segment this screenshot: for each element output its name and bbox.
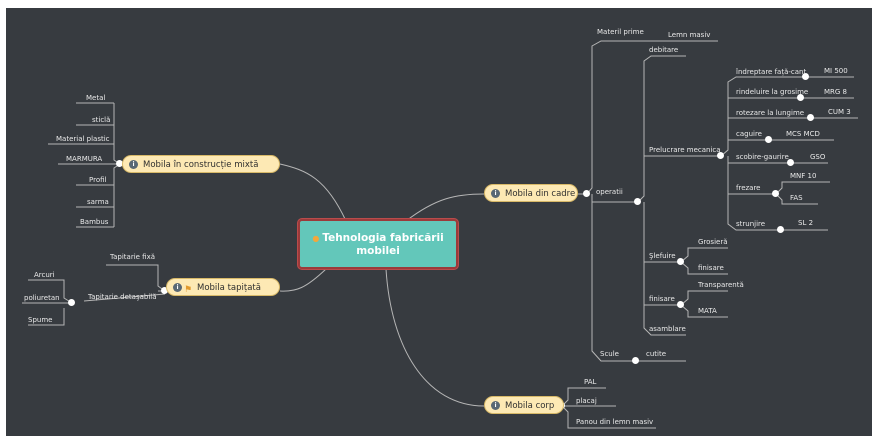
mindmap-canvas: ●Tehnologia fabricării mobilei i Mobila … xyxy=(6,8,872,436)
leaf-tapitarie-detasabila[interactable]: Tapitarie detaşabilă xyxy=(88,293,157,301)
leaf-machine-gso[interactable]: GSO xyxy=(810,153,826,161)
leaf-scobire-gaurire[interactable]: scobire-gaurire xyxy=(736,153,789,161)
junction-dot[interactable] xyxy=(717,152,724,159)
leaf-operatii[interactable]: operatii xyxy=(596,188,623,196)
central-topic[interactable]: ●Tehnologia fabricării mobilei xyxy=(298,219,458,269)
leaf-machine-fas[interactable]: FAS xyxy=(790,194,803,202)
leaf-asamblare[interactable]: asamblare xyxy=(649,325,686,333)
leaf-frezare[interactable]: frezare xyxy=(736,184,761,192)
leaf-machine-mnf10[interactable]: MNF 10 xyxy=(790,172,817,180)
junction-dot[interactable] xyxy=(677,301,684,308)
junction-dot[interactable] xyxy=(161,287,168,294)
leaf-scule[interactable]: Scule xyxy=(600,350,619,358)
leaf-panou-lemn-masiv[interactable]: Panou din lemn masiv xyxy=(576,418,654,426)
leaf-sarma[interactable]: sarma xyxy=(87,198,109,206)
leaf-slefuire[interactable]: Şlefuire xyxy=(649,252,676,260)
leaf-grosiera[interactable]: Grosieră xyxy=(698,238,728,246)
leaf-materil-prime[interactable]: Materil prime xyxy=(597,28,644,36)
junction-dot[interactable] xyxy=(787,159,794,166)
leaf-marmura[interactable]: MARMURA xyxy=(66,155,103,163)
leaf-machine-mcs-mcd[interactable]: MCS MCD xyxy=(786,130,820,138)
central-title-line2: mobilei xyxy=(356,245,400,257)
leaf-sticla[interactable]: sticlă xyxy=(92,116,111,124)
info-icon: i xyxy=(491,189,500,198)
leaf-rotezare[interactable]: rotezare la lungime xyxy=(736,109,805,117)
leaf-indreptare[interactable]: îndreptare față-cant xyxy=(736,68,807,76)
branch-mobila-tapitata[interactable]: i ⚑ Mobila tapițată xyxy=(166,278,280,296)
branch-label: Mobila corp xyxy=(505,401,555,411)
leaf-tapitarie-fixa[interactable]: Tapitarie fixă xyxy=(110,253,156,261)
flag-icon: ⚑ xyxy=(184,285,193,295)
branch-mobila-din-cadre[interactable]: i Mobila din cadre xyxy=(484,184,578,202)
leaf-cutite[interactable]: cutite xyxy=(646,350,667,358)
branch-label: Mobila tapițată xyxy=(197,283,261,293)
star-icon: ● xyxy=(312,234,320,243)
leaf-profil[interactable]: Profil xyxy=(89,176,107,184)
branch-mobila-mixta[interactable]: i Mobila în construcție mixtă xyxy=(122,155,280,173)
leaf-transparenta[interactable]: Transparentă xyxy=(698,281,744,289)
info-icon: i xyxy=(491,401,500,410)
junction-dot[interactable] xyxy=(632,357,639,364)
junction-dot[interactable] xyxy=(797,94,804,101)
junction-dot[interactable] xyxy=(68,299,75,306)
leaf-spume[interactable]: Spume xyxy=(28,316,53,324)
leaf-material-plastic[interactable]: Material plastic xyxy=(56,135,110,143)
junction-dot[interactable] xyxy=(583,190,590,197)
leaf-poliuretan[interactable]: poliuretan xyxy=(24,294,60,302)
junction-dot[interactable] xyxy=(802,73,809,80)
leaf-machine-sl2[interactable]: SL 2 xyxy=(798,219,814,227)
leaf-machine-cum3[interactable]: CUM 3 xyxy=(828,108,851,116)
leaf-bambus[interactable]: Bambus xyxy=(80,218,109,226)
info-icon: i xyxy=(129,160,138,169)
junction-dot[interactable] xyxy=(116,160,123,167)
junction-dot[interactable] xyxy=(634,198,641,205)
branch-mobila-corp[interactable]: i Mobila corp xyxy=(484,396,564,414)
junction-dot[interactable] xyxy=(677,258,684,265)
junction-dot[interactable] xyxy=(772,190,779,197)
leaf-caguire[interactable]: caguire xyxy=(736,130,762,138)
leaf-machine-mi500[interactable]: MI 500 xyxy=(824,67,848,75)
leaf-debitare[interactable]: debitare xyxy=(649,46,679,54)
leaf-finisare[interactable]: finisare xyxy=(649,295,675,303)
junction-dot[interactable] xyxy=(777,226,784,233)
leaf-arcuri[interactable]: Arcuri xyxy=(34,271,55,279)
leaf-finisare-slefuire[interactable]: finisare xyxy=(698,264,724,272)
branch-label: Mobila din cadre xyxy=(505,189,576,199)
info-icon: i xyxy=(173,283,182,292)
junction-dot[interactable] xyxy=(807,114,814,121)
central-title-line1: Tehnologia fabricării xyxy=(322,232,444,244)
leaf-machine-mrg8[interactable]: MRG 8 xyxy=(824,88,848,96)
leaf-pal[interactable]: PAL xyxy=(584,378,597,386)
leaf-placaj[interactable]: placaj xyxy=(576,397,597,405)
leaf-mata[interactable]: MATA xyxy=(698,307,717,315)
leaf-prelucrare-mecanica[interactable]: Prelucrare mecanica xyxy=(649,146,721,154)
leaf-strunjire[interactable]: strunjire xyxy=(736,220,766,228)
leaf-lemn-masiv[interactable]: Lemn masiv xyxy=(668,31,711,39)
branch-label: Mobila în construcție mixtă xyxy=(143,160,259,170)
junction-dot[interactable] xyxy=(765,136,772,143)
leaf-metal[interactable]: Metal xyxy=(86,94,106,102)
leaf-rindeluire[interactable]: rindeluire la grosime xyxy=(736,88,809,96)
